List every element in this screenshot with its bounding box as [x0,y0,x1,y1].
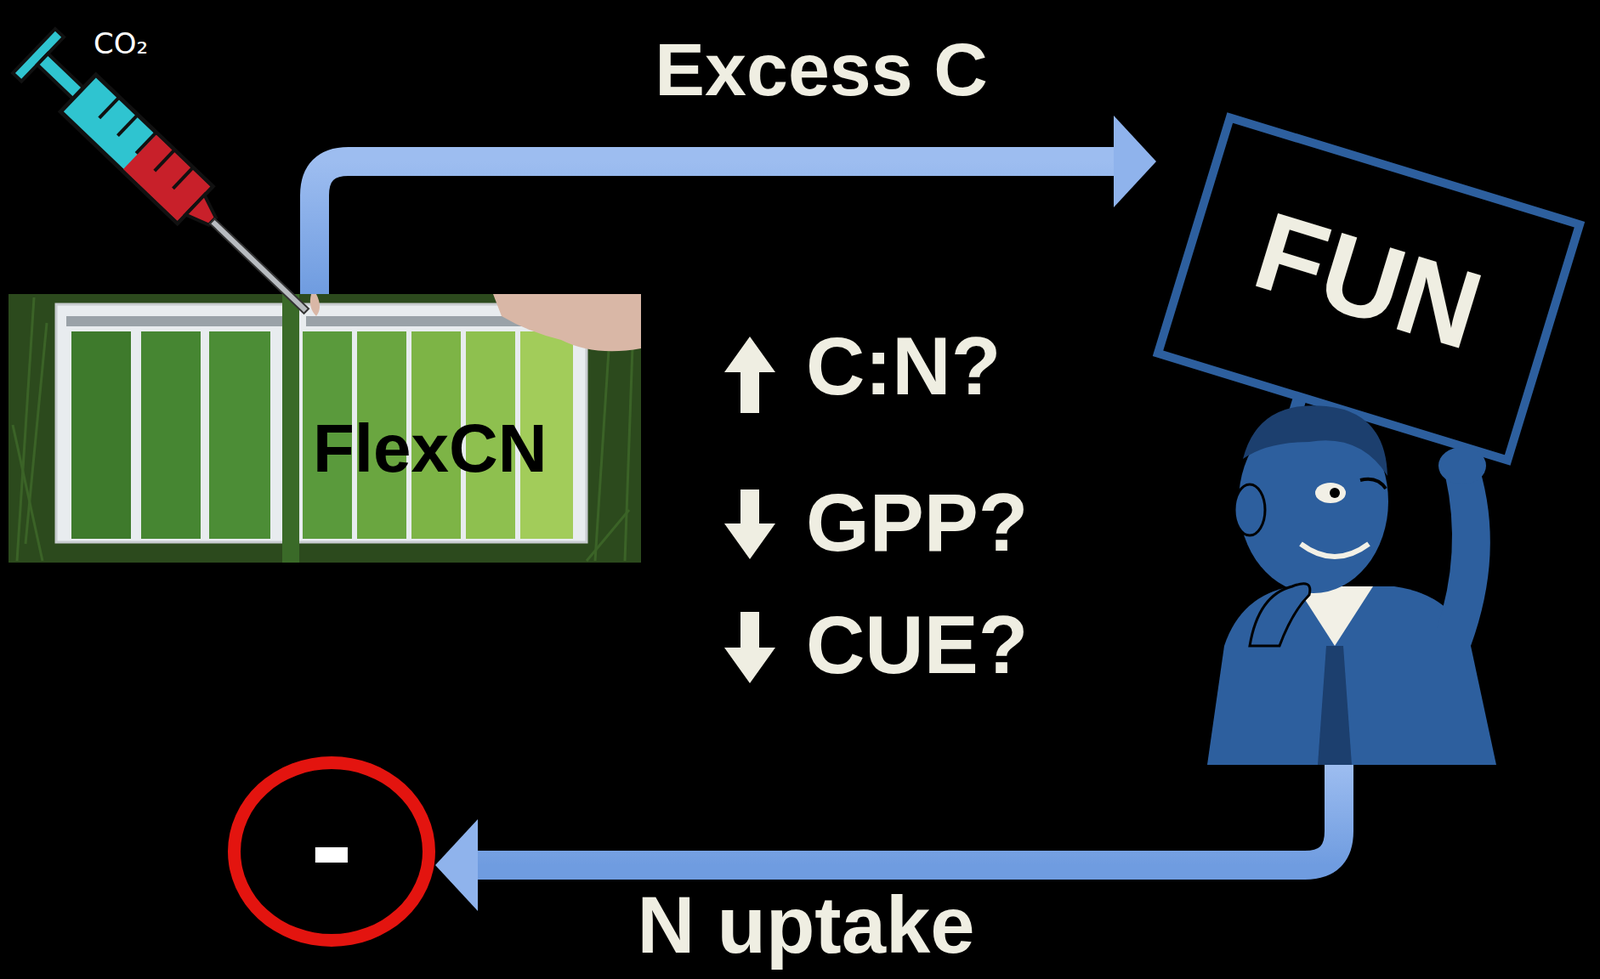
circle-node: - [227,756,436,948]
change-label: GPP? [805,480,1028,567]
gas-label: CO₂ [93,28,148,60]
leaf-chart-photo [8,294,642,563]
flow-line [476,765,1340,866]
flow-arrow [314,115,1157,295]
node-label: - [310,777,353,913]
chart-node: FlexCN [8,294,642,563]
syringe-icon [0,0,358,358]
arrow-head [1113,115,1157,208]
arrow-head [435,819,478,912]
change-arrows [724,336,776,684]
sign-man-figure [1157,117,1580,766]
flow-line [314,161,1116,295]
node-label: FlexCN [312,413,548,485]
flow-label: Excess C [654,30,988,109]
node-label: FUN [1242,192,1494,370]
sign-node: FUN [1156,110,1590,766]
change-label: CUE? [805,602,1028,689]
change-label: C:N? [805,323,1001,410]
flow-label: N uptake [637,884,976,969]
